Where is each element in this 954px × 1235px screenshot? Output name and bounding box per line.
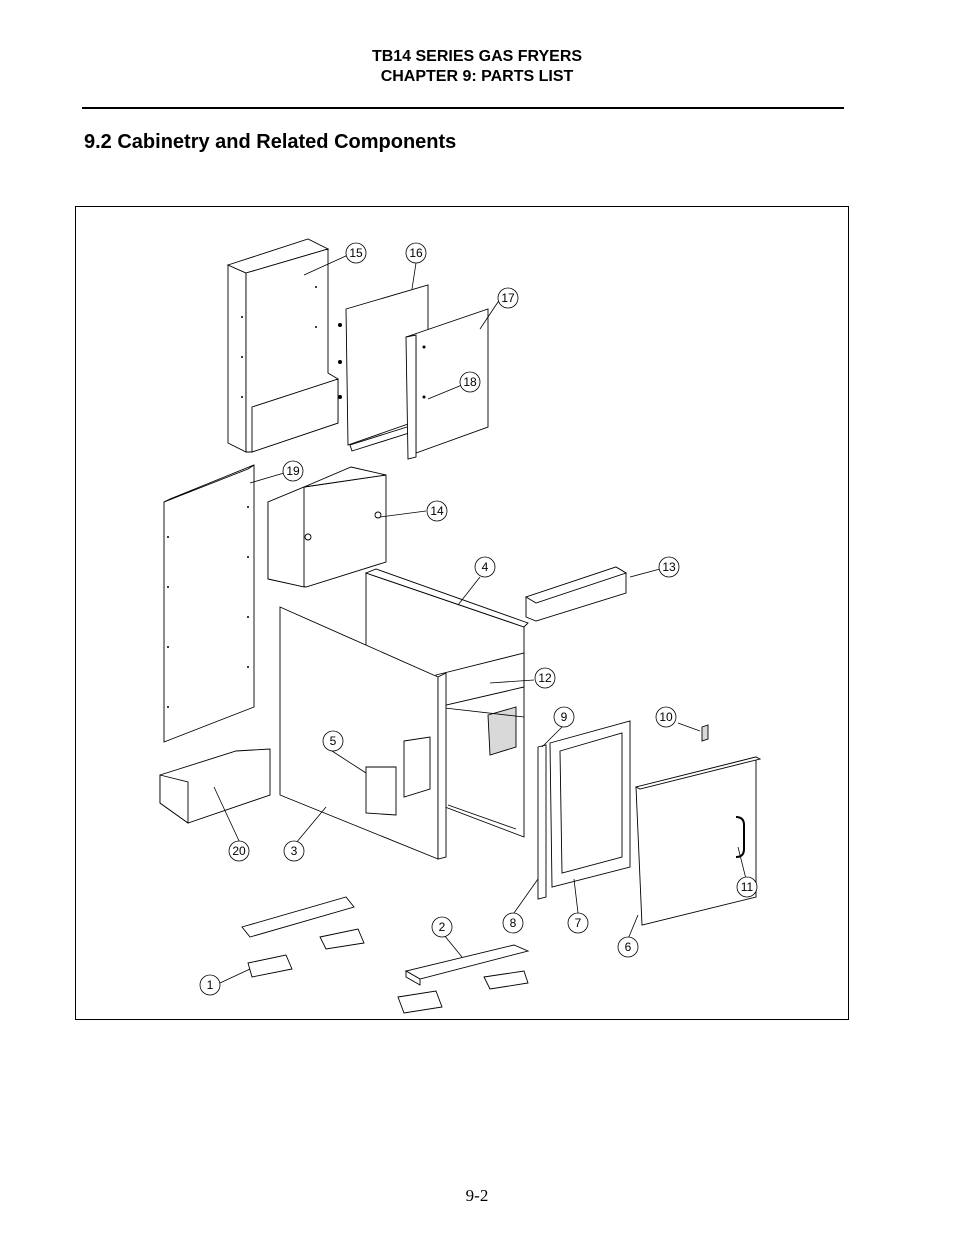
part-6-door: [634, 756, 762, 926]
callout-4: 4: [474, 556, 496, 578]
part-14-control-box: [267, 466, 387, 588]
callout-17: 17: [497, 287, 519, 309]
callout-label: 19: [286, 464, 300, 478]
callout-8: 8: [502, 912, 524, 934]
callout-6: 6: [617, 936, 639, 958]
part-3-front-panel: [279, 606, 447, 860]
callout-label: 8: [510, 916, 517, 930]
callout-16: 16: [405, 242, 427, 264]
part-17-side-panel: [405, 308, 489, 460]
callout-label: 13: [662, 560, 676, 574]
header-rule: [82, 107, 844, 109]
callout-label: 20: [232, 844, 246, 858]
callout-label: 14: [430, 504, 444, 518]
part-8-hinge-strip: [537, 744, 547, 900]
callout-12: 12: [534, 667, 556, 689]
part-19-left-side-panel: [163, 464, 255, 743]
callout-label: 2: [439, 920, 446, 934]
callout-9: 9: [553, 706, 575, 728]
callout-label: 18: [463, 375, 477, 389]
callout-label: 1: [207, 978, 214, 992]
section-title: 9.2 Cabinetry and Related Components: [84, 131, 457, 153]
part-20-bracket: [159, 748, 271, 824]
part-10-latch: [701, 724, 709, 742]
document-header-chapter: CHAPTER 9: PARTS LIST: [380, 68, 574, 85]
callout-label: 10: [659, 710, 673, 724]
page-number: 9-2: [465, 1186, 489, 1205]
callout-label: 9: [561, 710, 568, 724]
callout-leaders: [213, 254, 747, 984]
callout-label: 5: [330, 734, 337, 748]
callout-label: 12: [538, 671, 552, 685]
callout-7: 7: [567, 912, 589, 934]
callout-2: 2: [431, 916, 453, 938]
part-1-base-rail: [241, 896, 365, 978]
document-header-title: TB14 SERIES GAS FRYERS: [371, 48, 583, 65]
callout-label: 11: [741, 880, 754, 894]
callout-1: 1: [199, 974, 221, 996]
callout-5: 5: [322, 730, 344, 752]
diagram-canvas: 15 16 17 18 19 14 4 13 12 9 10 5 20 3 11…: [159, 238, 762, 1014]
part-13-trim-piece: [524, 566, 628, 622]
callout-3: 3: [283, 840, 305, 862]
callout-19: 19: [282, 460, 304, 482]
callout-18: 18: [459, 371, 481, 393]
callout-15: 15: [345, 242, 367, 264]
part-15-flue-cabinet: [226, 238, 339, 453]
callout-label: 16: [409, 246, 423, 260]
callout-label: 15: [349, 246, 363, 260]
part-7-door-frame: [549, 720, 631, 888]
callout-11: 11: [736, 876, 758, 898]
part-2-base-rail: [397, 944, 530, 1014]
callout-label: 6: [625, 940, 632, 954]
callout-label: 3: [291, 844, 298, 858]
callout-20: 20: [228, 840, 250, 862]
callout-label: 7: [575, 916, 582, 930]
exploded-parts-diagram: 15 16 17 18 19 14 4 13 12 9 10 5 20 3 11…: [75, 206, 849, 1020]
callout-10: 10: [655, 706, 677, 728]
callout-14: 14: [426, 500, 448, 522]
callout-label: 17: [501, 291, 515, 305]
callout-13: 13: [658, 556, 680, 578]
callout-label: 4: [482, 560, 489, 574]
